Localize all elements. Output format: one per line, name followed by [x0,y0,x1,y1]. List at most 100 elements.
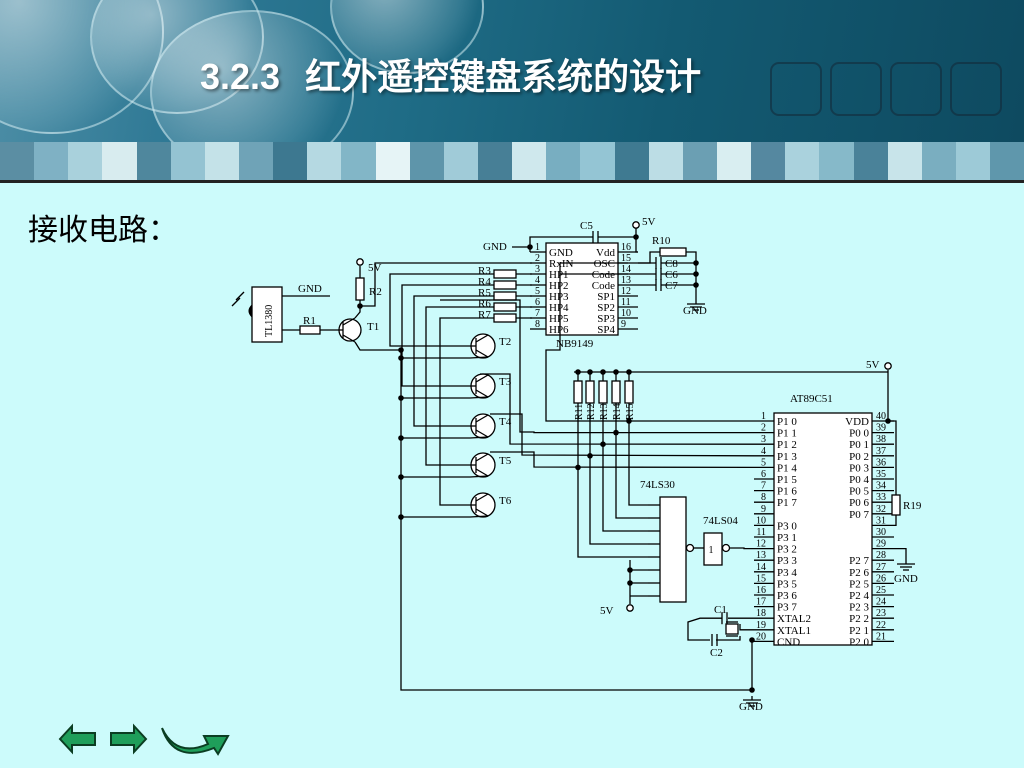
mosaic-tile [990,142,1024,180]
wire [400,350,752,691]
transistor-label: T5 [499,455,512,467]
mcu-pin-number: 21 [876,631,886,642]
resistor-label: R10 [652,235,671,247]
return-arrow-icon[interactable] [158,722,232,756]
mcu-pin-number: 39 [876,423,886,434]
wire [888,420,897,495]
wire [545,262,754,422]
mcu-pin-number: 17 [756,597,766,608]
mcu-pin-number: 4 [761,446,766,457]
left-arrow-icon[interactable] [58,722,98,756]
wire [360,262,532,307]
decoder-pin-number: 15 [621,253,631,264]
decoder-resistor [493,302,517,312]
transistor-label: T3 [499,376,512,388]
mcu-pin-number: 3 [761,434,766,445]
resistor-label: R11 [574,404,585,420]
resistor-label: R1 [303,315,316,327]
mcu-pin-label: P2 3 [849,602,869,614]
resistor-r1 [299,325,321,335]
mcu-pin-label: P2 2 [849,613,869,625]
mcu-pin-number: 28 [876,550,886,561]
mosaic-tile [375,142,410,180]
wire [401,436,489,439]
right-arrow-icon[interactable] [108,722,148,756]
transistor-label: T1 [367,321,379,333]
resistor-label: R15 [625,403,636,420]
mosaic-tile [887,142,922,180]
decoder-resistor [493,313,517,323]
capacitor-label: C7 [665,280,678,292]
decoder-chip [545,242,619,336]
mcu-pin-label: P0 3 [849,462,869,474]
pullup-resistor [585,380,595,404]
gate-label: 74LS04 [703,515,738,527]
mcu-pin-label: P0 1 [849,439,869,451]
junction-dot [693,282,699,288]
supply-terminal [632,221,640,229]
section-heading: 接收电路： [28,213,178,248]
mosaic-tile [682,142,717,180]
wire [475,429,489,438]
wire [342,334,356,343]
mcu-pin-number: 18 [756,608,766,619]
wire [716,636,741,641]
wire [490,451,755,469]
inverter-bubble [685,543,695,553]
mcu-pin-number: 24 [876,597,886,608]
wire [401,284,494,387]
wire [440,299,754,434]
wire [598,236,638,253]
wire [894,515,897,527]
junction-dot [693,271,699,277]
decoder-pin-number: 5 [535,286,540,297]
resistor-label: R13 [599,403,610,420]
mcu-pin-number: 12 [756,539,766,550]
mcu-pin-number: 9 [761,504,766,515]
resistor-label: R19 [903,500,922,512]
mosaic-tile [751,142,786,180]
mosaic-tile [819,142,854,180]
wire [628,421,648,506]
mosaic-tile [580,142,615,180]
supply-label: 5V [642,216,656,228]
mosaic-tile [0,142,35,180]
supply-terminal [626,604,634,612]
mosaic-tile [136,142,171,180]
mcu-pin-number: 38 [876,434,886,445]
capacitor-label: C1 [714,604,727,616]
mcu-pin-label: P1 4 [777,462,797,474]
supply-label: 5V [600,605,614,617]
wire [577,467,648,558]
resistor-label: R12 [586,403,597,420]
mcu-pin-number: 30 [876,527,886,538]
supply-terminal [356,258,364,266]
mcu-pin-label: P2 7 [849,555,869,567]
wire [615,432,648,519]
mcu-pin-label: P0 0 [849,428,869,440]
mcu-pin-label: P3 7 [777,602,797,614]
mcu-pin-number: 7 [761,481,766,492]
gnd-label: GND [298,283,322,295]
pullup-resistor [611,380,621,404]
transistor-label: T6 [499,495,512,507]
resistor-r19 [891,494,901,516]
mcu-pin-label: P3 5 [777,578,797,590]
mcu-pin-number: 31 [876,515,886,526]
wire [354,341,401,351]
pullup-resistor [573,380,583,404]
decoder-pin-label: HP5 [549,313,569,325]
mcu-pin-number: 6 [761,469,766,480]
mcu-pin-label: P0 6 [849,497,869,509]
mcu-pin-number: 29 [876,539,886,550]
mosaic-tile [546,142,581,180]
wire [475,453,489,462]
wire [439,317,494,506]
decoder-pin-number: 13 [621,275,631,286]
supply-label: 5V [866,359,880,371]
mcu-pin-label: P2 4 [849,590,869,602]
wire [480,373,755,445]
decoder-pin-label: HP1 [549,269,569,281]
capacitor-label: C8 [665,258,678,270]
